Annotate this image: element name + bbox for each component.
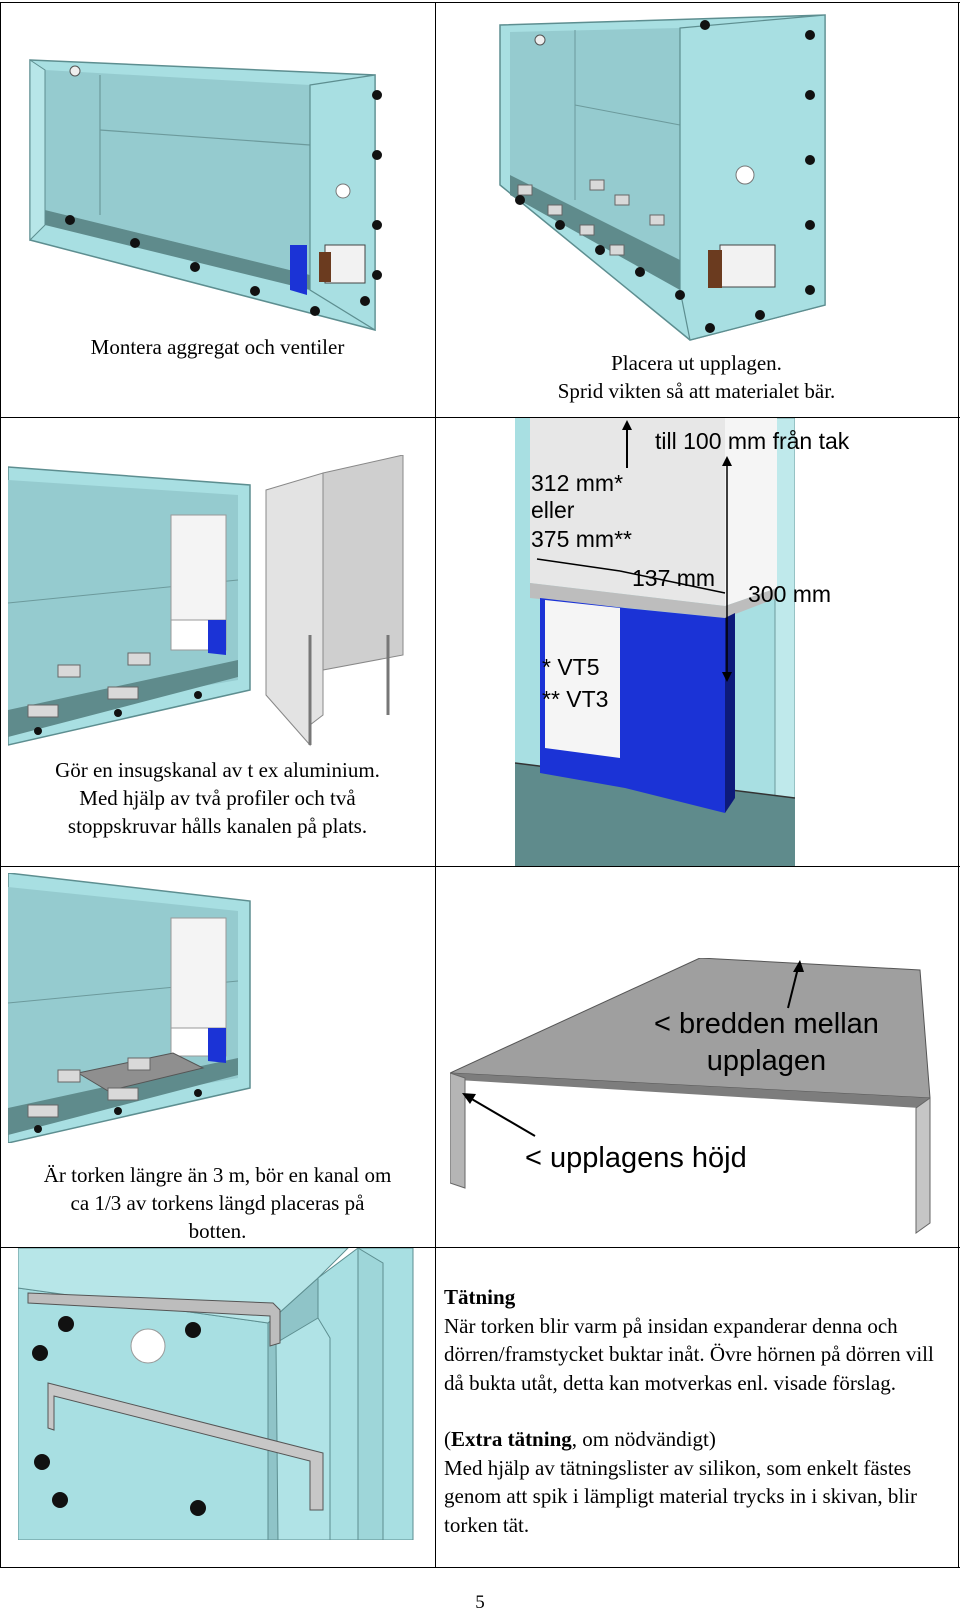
extra-sealing-heading: (Extra tätning, om nödvändigt) [444, 1425, 954, 1454]
page-number: 5 [475, 1592, 485, 1613]
extra-sealing-rest: , om nödvändigt) [571, 1427, 716, 1451]
annotation-depth: 137 mm [632, 565, 716, 591]
caption-bottom-duct: Är torken längre än 3 m, bör en kanal om… [0, 1161, 435, 1245]
extra-sealing-open: ( [444, 1427, 451, 1451]
table-border-right [958, 2, 959, 1568]
caption-bottom-duct-line1: Är torken längre än 3 m, bör en kanal om [43, 1163, 392, 1187]
caption-intake-duct-line1: Gör en insugskanal av t ex aluminium. [55, 758, 380, 782]
caption-intake-duct-line3: stoppskruvar hålls kanalen på plats. [67, 814, 368, 838]
extra-sealing-paragraph: Med hjälp av tätningslister av silikon, … [444, 1455, 918, 1537]
support-profile-illustration [450, 958, 940, 1238]
annotation-width-line1: < bredden mellan [654, 1008, 879, 1040]
bottom-duct-illustration [8, 873, 253, 1143]
sealing-heading: Tätning [444, 1285, 516, 1309]
annotation-width-b: 375 mm** [531, 526, 632, 552]
table-row-divider-3 [0, 1247, 960, 1248]
table-row-divider-1 [0, 417, 960, 418]
table-row-divider-2 [0, 866, 960, 867]
door-corner-sealing-illustration [18, 1248, 428, 1540]
intake-duct-illustration [8, 455, 428, 755]
annotation-vt3: ** VT3 [542, 686, 609, 712]
table-border-bottom [0, 1567, 960, 1568]
annotation-vt5: * VT5 [542, 654, 600, 680]
extra-sealing-bold: Extra tätning [451, 1427, 572, 1451]
table-border-left [0, 2, 1, 1568]
caption-intake-duct-line2: Med hjälp av två profiler och två [79, 786, 356, 810]
caption-assemble-unit: Montera aggregat och ventiler [90, 335, 345, 359]
annotation-support-height: < upplagens höjd [525, 1142, 747, 1174]
table-column-divider [435, 2, 436, 1568]
annotation-or: eller [531, 497, 575, 523]
caption-place-supports-line1: Placera ut upplagen. [611, 351, 782, 375]
annotation-width-line2: upplagen [706, 1045, 827, 1077]
cabinet-with-unit-illustration [25, 45, 400, 340]
caption-intake-duct: Gör en insugskanal av t ex aluminium. Me… [0, 756, 435, 840]
duct-dimensions-illustration [515, 418, 795, 866]
cabinet-with-supports-illustration [490, 10, 835, 345]
caption-place-supports-line2: Sprid vikten så att materialet bär. [557, 379, 836, 403]
annotation-height: 300 mm [748, 581, 832, 607]
caption-place-supports: Placera ut upplagen. Sprid vikten så att… [435, 349, 958, 405]
annotation-width-between-supports: < bredden mellan upplagen [654, 1006, 879, 1080]
caption-bottom-duct-line2: ca 1/3 av torkens längd placeras på [70, 1191, 365, 1215]
sealing-paragraph: När torken blir varm på insidan expander… [444, 1313, 934, 1395]
caption-bottom-duct-line3: botten. [188, 1219, 247, 1243]
sealing-text-block: Tätning När torken blir varm på insidan … [444, 1283, 954, 1539]
table-border-top [0, 2, 960, 3]
annotation-top-clearance: till 100 mm från tak [655, 428, 850, 454]
annotation-width-a: 312 mm* [531, 470, 624, 496]
